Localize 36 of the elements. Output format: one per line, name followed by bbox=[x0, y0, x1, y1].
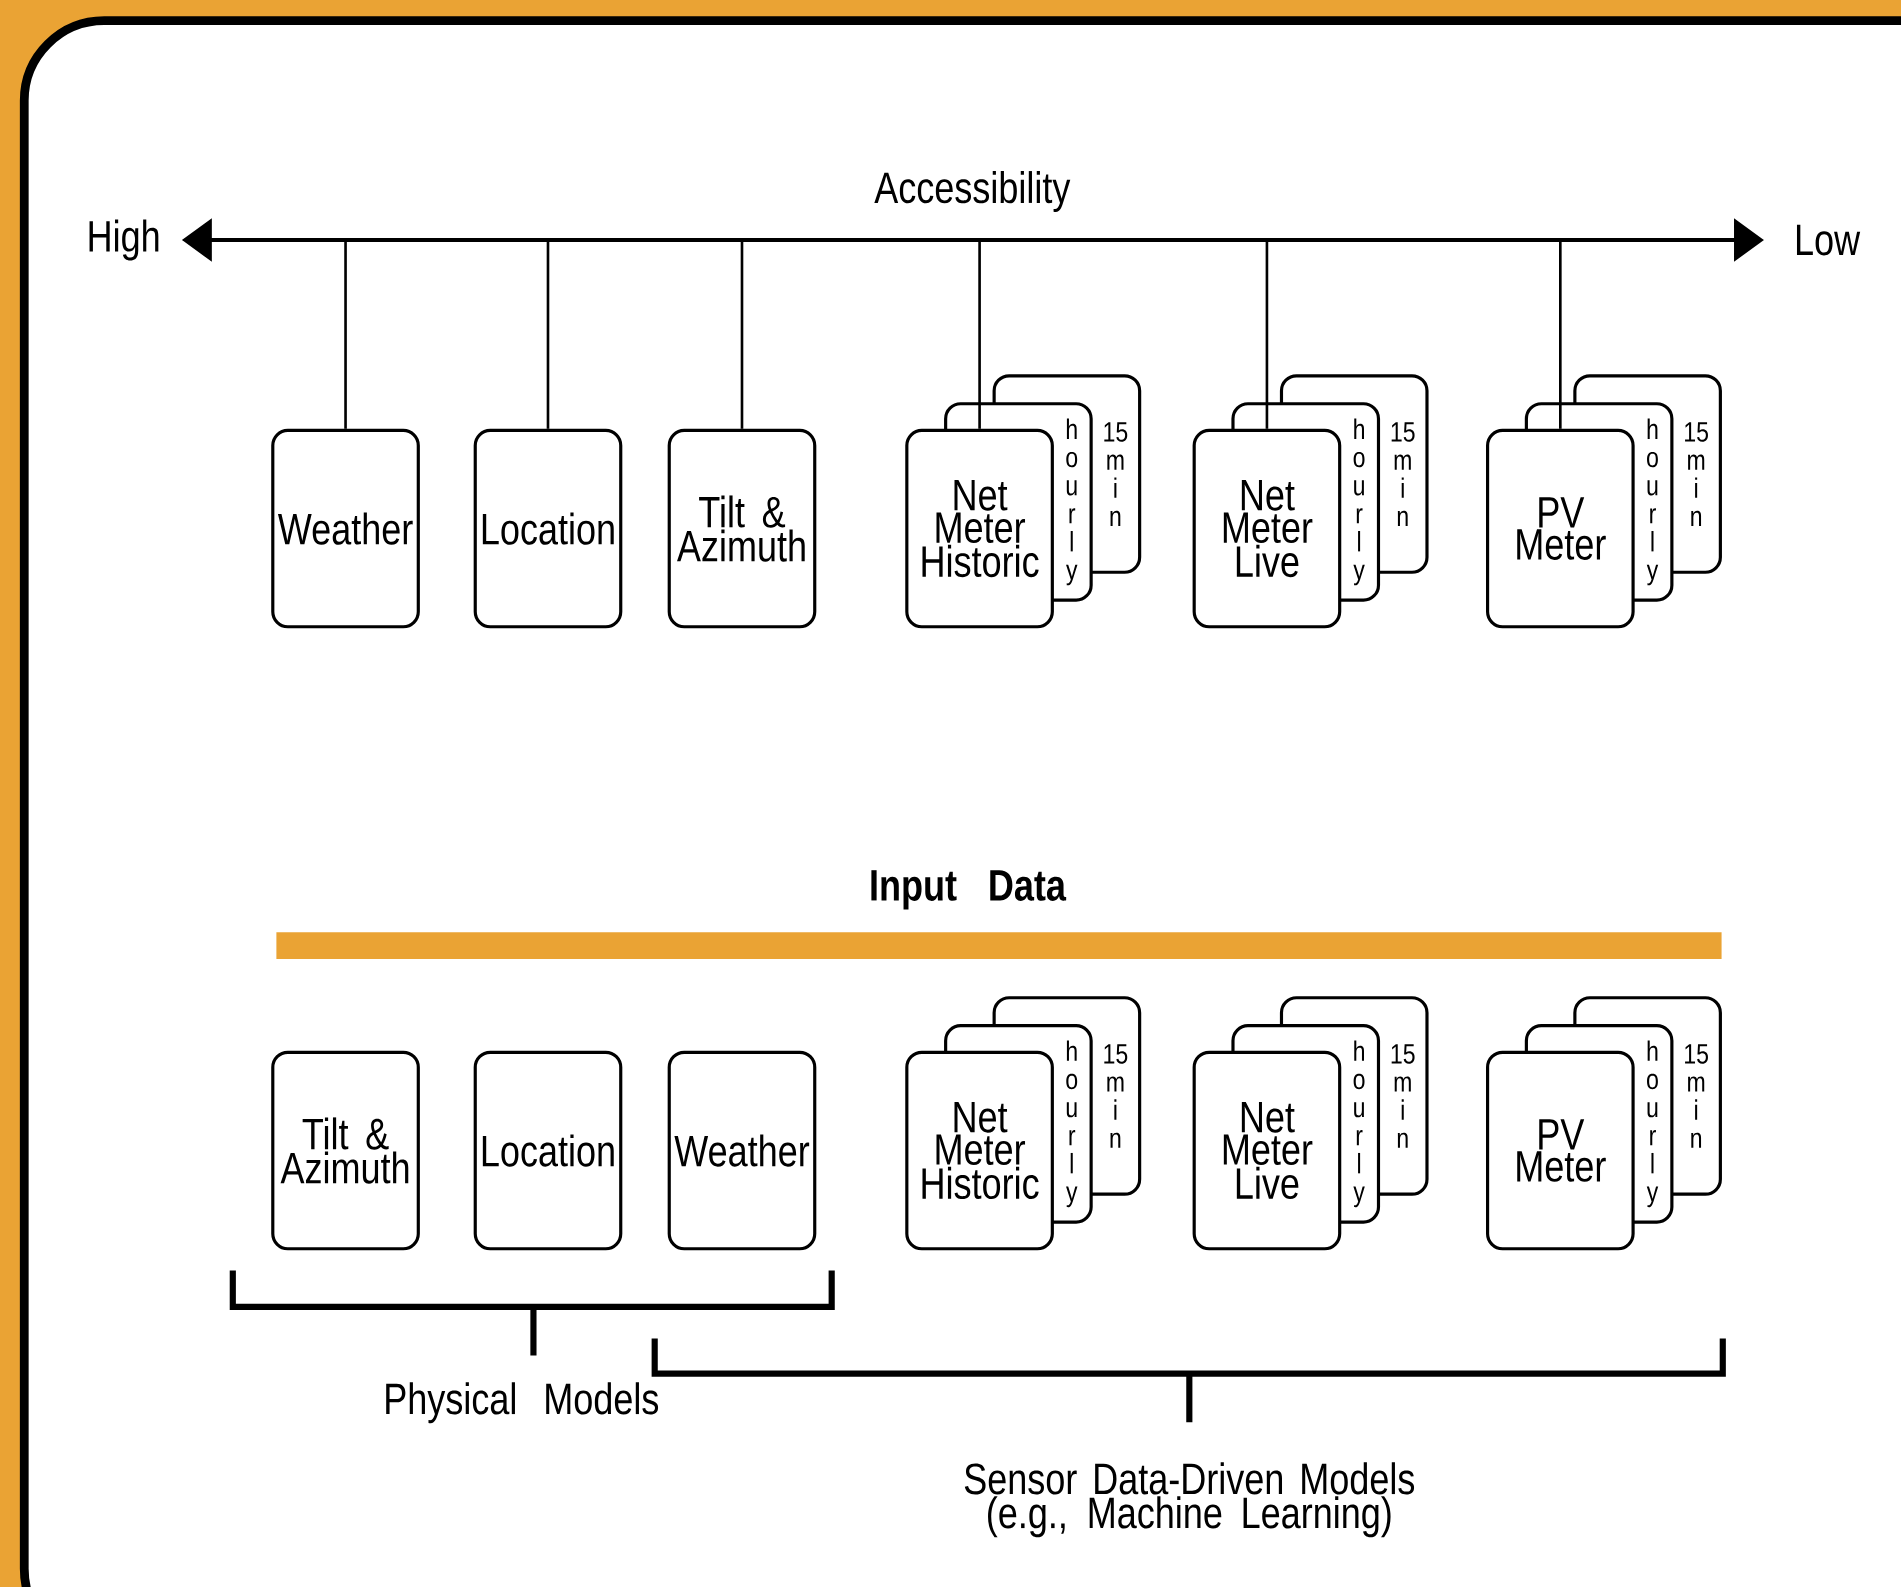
card-label: hourly bbox=[1353, 1040, 1365, 1208]
card-label: hourly bbox=[1646, 418, 1659, 586]
connector-line bbox=[740, 240, 744, 429]
card-label: 15 min bbox=[1104, 422, 1128, 526]
card-label: 15 min bbox=[1685, 422, 1708, 526]
bracket-label: Physical Models bbox=[386, 1382, 659, 1424]
card-label: 15 min bbox=[1391, 1044, 1415, 1148]
data-box: Location bbox=[473, 1050, 623, 1251]
axis-end-label: High bbox=[89, 219, 159, 261]
bracket-label: Sensor Data-Driven Models (e.g., Machine Learning) bbox=[964, 1462, 1415, 1538]
axis-end-label: Low bbox=[1797, 224, 1861, 256]
data-box: Weather bbox=[667, 1050, 817, 1251]
data-box: PV Meter bbox=[1486, 428, 1635, 629]
connector-line bbox=[978, 240, 981, 429]
card-label: 15 min bbox=[1685, 1044, 1708, 1148]
axis-title: Accessibility bbox=[874, 171, 1071, 212]
divider-bar bbox=[276, 932, 1722, 959]
data-box: Net Meter Historic bbox=[905, 1050, 1054, 1251]
data-box: Net Meter Live bbox=[1192, 1050, 1342, 1251]
card-label: hourly bbox=[1066, 1040, 1078, 1208]
data-box: Tilt & Azimuth bbox=[271, 1050, 420, 1251]
card-label: 15 min bbox=[1391, 422, 1415, 526]
connector-line bbox=[344, 240, 347, 429]
card-label: hourly bbox=[1353, 418, 1365, 586]
data-box: Weather bbox=[271, 428, 420, 629]
connector-line bbox=[1559, 240, 1562, 429]
data-box: Tilt & Azimuth bbox=[667, 428, 817, 629]
data-box: Location bbox=[473, 428, 623, 629]
card-label: hourly bbox=[1646, 1040, 1659, 1208]
data-box: PV Meter bbox=[1486, 1050, 1635, 1251]
card-label: hourly bbox=[1066, 418, 1078, 586]
data-box: Net Meter Live bbox=[1192, 428, 1342, 629]
data-box: Net Meter Historic bbox=[905, 428, 1054, 629]
connector-line bbox=[1265, 240, 1269, 429]
card-label: 15 min bbox=[1104, 1044, 1128, 1148]
connector-line bbox=[546, 240, 550, 429]
